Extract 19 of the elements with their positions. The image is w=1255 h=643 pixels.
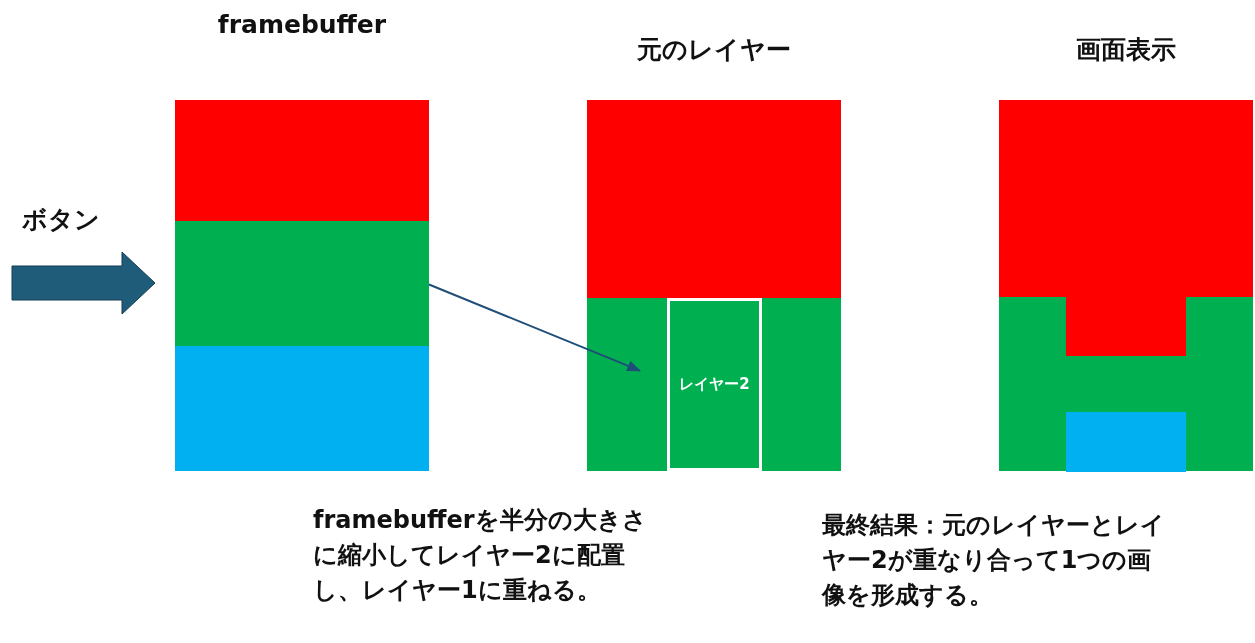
caption-text: 最終結果：元のレイヤーとレイヤー2が重なり合って1つの画像を形成する。	[822, 510, 1166, 611]
color-block	[1067, 297, 1185, 355]
color-band	[999, 100, 1253, 297]
color-band	[175, 346, 429, 471]
color-band	[175, 100, 429, 221]
caption-text: framebufferを半分の大きさに縮小してレイヤー2に配置し、レイヤー1に重ねる。	[313, 505, 648, 606]
panel-heading: 画面表示	[1075, 34, 1177, 66]
arrow	[428, 283, 642, 372]
edge-label: ボタン	[22, 204, 100, 236]
panel-heading: framebuffer	[216, 10, 388, 39]
color-band	[587, 298, 667, 471]
panel-heading: 元のレイヤー	[636, 34, 792, 66]
color-band	[587, 100, 841, 298]
color-block	[1067, 413, 1185, 471]
color-band	[762, 298, 841, 471]
block-arrow	[11, 251, 156, 315]
color-band	[999, 297, 1253, 471]
color-band	[175, 221, 429, 346]
layer-box: レイヤー2	[668, 299, 761, 470]
